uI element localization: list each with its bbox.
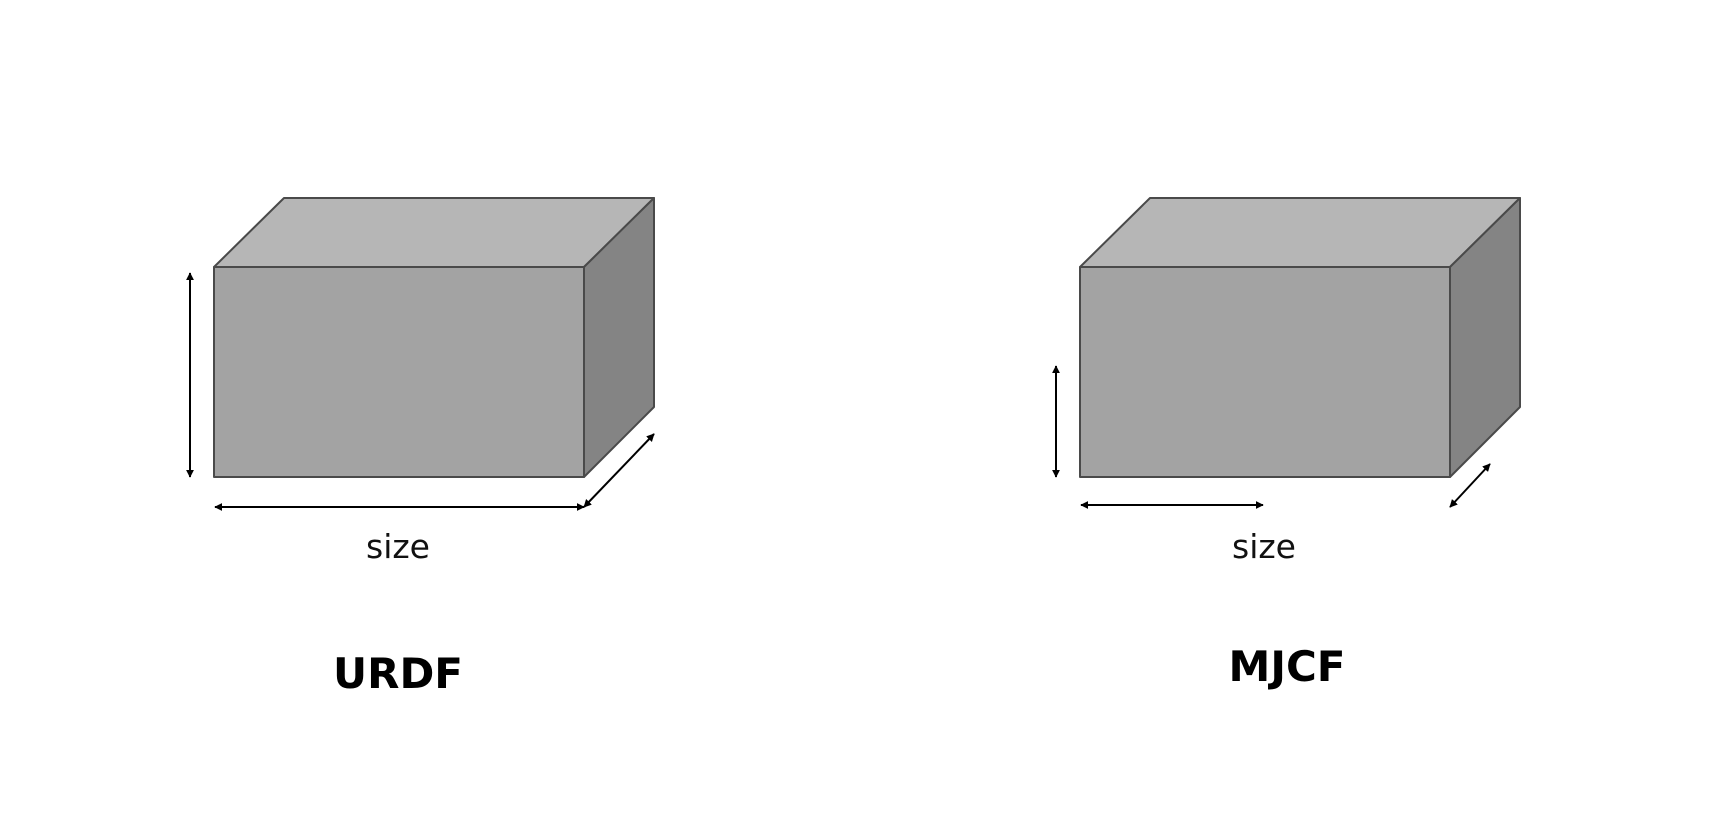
urdf-format-label: URDF xyxy=(333,649,463,698)
mjcf-box-front-face xyxy=(1079,266,1451,478)
urdf-depth-arrow xyxy=(583,433,655,508)
mjcf-box xyxy=(1079,197,1521,478)
mjcf-panel: size MJCF xyxy=(1052,197,1521,691)
urdf-box-top-face xyxy=(213,197,655,268)
mjcf-format-label: MJCF xyxy=(1229,642,1346,691)
mjcf-depth-arrow xyxy=(1449,463,1491,508)
mjcf-box-top-face xyxy=(1079,197,1521,268)
urdf-box xyxy=(213,197,655,478)
urdf-box-front-face xyxy=(213,266,585,478)
urdf-panel: size URDF xyxy=(186,197,655,698)
mjcf-size-label: size xyxy=(1232,527,1296,566)
urdf-size-label: size xyxy=(366,527,430,566)
